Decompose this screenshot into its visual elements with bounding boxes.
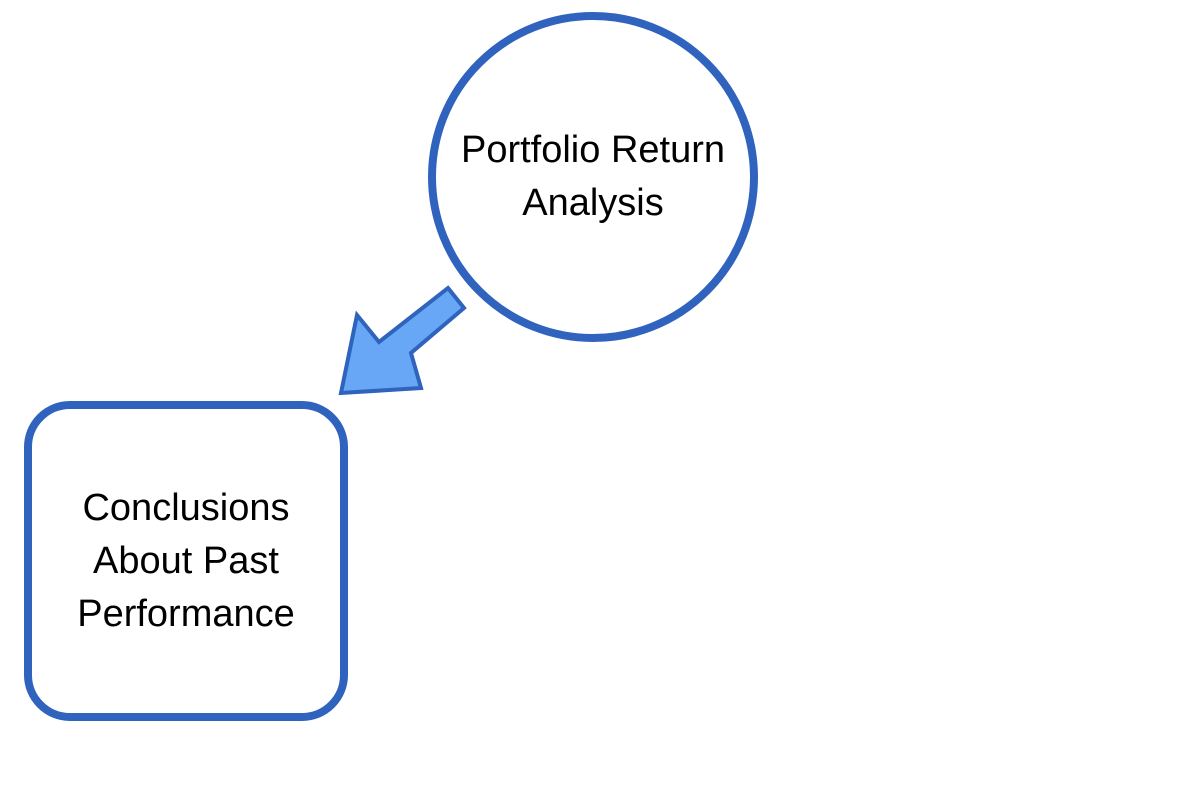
conclusions-node: Conclusions About Past Performance: [24, 401, 348, 721]
node-label-line: Conclusions: [82, 486, 290, 529]
node-label-line: Portfolio Return: [460, 129, 725, 171]
conclusions-text: Conclusions About Past Performance: [77, 482, 295, 641]
portfolio-return-analysis-node: Portfolio Return Analysis: [428, 12, 758, 342]
portfolio-return-analysis-text: Portfolio Return Analysis: [461, 124, 725, 230]
node-label-line: About Past: [93, 539, 279, 582]
block-arrow-shape: [338, 285, 467, 396]
node-label-line: Performance: [77, 592, 295, 635]
node-label-line: Analysis: [522, 182, 664, 224]
